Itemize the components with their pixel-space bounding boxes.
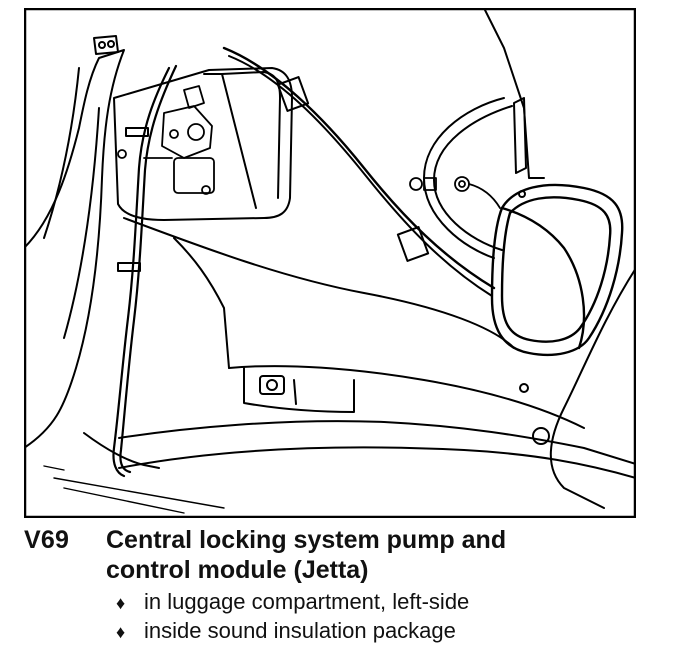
harness-connector-lower: [396, 226, 430, 262]
location-bullet: ♦ inside sound insulation package: [116, 618, 456, 644]
trunk-floor-rim: [123, 217, 515, 349]
floor-hatching: [43, 465, 225, 514]
access-opening: [243, 367, 355, 413]
wiring-harness-diagonal: [222, 46, 496, 290]
diamond-bullet-icon: ♦: [116, 622, 126, 642]
location-bullet: ♦ in luggage compartment, left-side: [116, 589, 469, 615]
mounting-bracket: [93, 35, 119, 55]
pump-control-module: [490, 183, 624, 357]
luggage-compartment-illustration: [24, 8, 636, 518]
location-bullet-text: inside sound insulation package: [144, 618, 456, 643]
location-bullet-text: in luggage compartment, left-side: [144, 589, 470, 614]
component-title-line-2: control module (Jetta): [106, 556, 369, 584]
component-title-line-1: Central locking system pump and: [106, 526, 507, 554]
left-body-panel: [24, 49, 125, 449]
harness-connector-upper: [276, 76, 310, 112]
ground-bolts: [409, 176, 501, 209]
lock-actuator: [117, 85, 215, 195]
tail-light-housing: [113, 67, 293, 221]
component-code: V69: [24, 526, 70, 554]
figure-frame: [24, 8, 636, 518]
wiring-harness-left: [112, 66, 171, 478]
right-side-panel: [483, 8, 545, 179]
diamond-bullet-icon: ♦: [116, 593, 126, 613]
